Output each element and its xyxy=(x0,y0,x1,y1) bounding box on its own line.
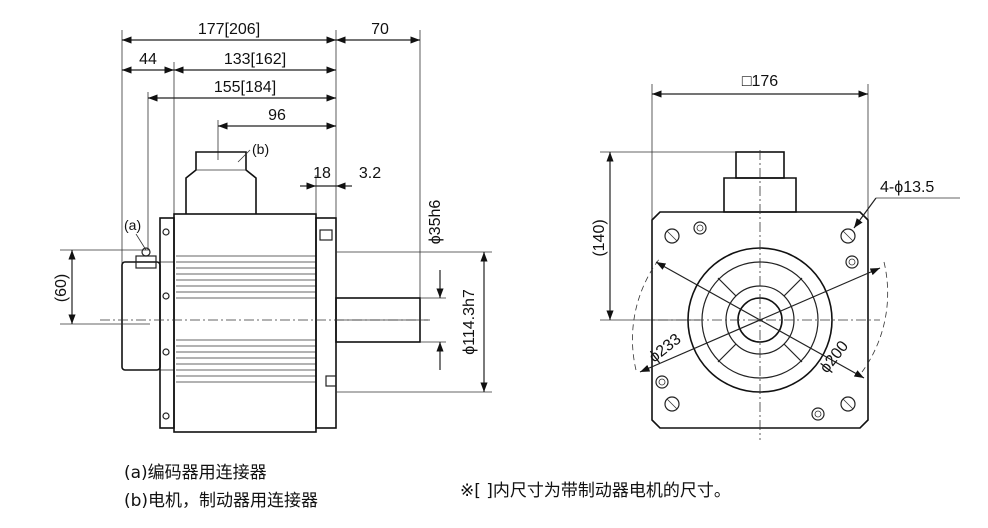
dim-shaft-length: 70 xyxy=(371,21,389,38)
dim-bolt-holes: 4-ϕ13.5 xyxy=(880,179,934,196)
dim-44: 44 xyxy=(139,51,157,68)
notes: (a)编码器用连接器 (b)电机，制动器用连接器 ※[ ]内尺寸为带制动器电机的… xyxy=(124,463,731,511)
dim-overall-length: 177[206] xyxy=(198,21,260,38)
note-encoder-connector: (a)编码器用连接器 xyxy=(124,463,267,483)
encoder-connector-body xyxy=(121,261,161,371)
dim-18: 18 xyxy=(313,165,331,182)
rear-housing xyxy=(159,217,175,429)
dim-shaft-diameter: ϕ35h6 xyxy=(427,200,444,245)
dim-flange-square: □176 xyxy=(742,73,778,90)
mounting-flange xyxy=(315,217,337,429)
front-view: □176 (140) xyxy=(591,73,960,440)
dim-133: 133[162] xyxy=(224,51,286,68)
dim-3-2: 3.2 xyxy=(359,165,381,182)
motor-body xyxy=(173,213,317,433)
dim-140: (140) xyxy=(591,219,608,256)
cooling-fins xyxy=(176,255,316,383)
dim-96: 96 xyxy=(268,107,286,124)
power-connector-body xyxy=(185,151,257,214)
dim-spigot-diameter: ϕ114.3h7 xyxy=(461,289,478,355)
note-power-brake-connector: (b)电机，制动器用连接器 xyxy=(124,491,318,511)
label-b: (b) xyxy=(252,141,269,157)
label-a: (a) xyxy=(124,217,141,233)
dim-155: 155[184] xyxy=(214,79,276,96)
side-view: 177[206] 70 44 133[162] 155[184] 96 18 3… xyxy=(53,21,492,433)
note-bracket-dimensions: ※[ ]内尺寸为带制动器电机的尺寸。 xyxy=(460,481,731,501)
dim-60: (60) xyxy=(53,274,70,302)
